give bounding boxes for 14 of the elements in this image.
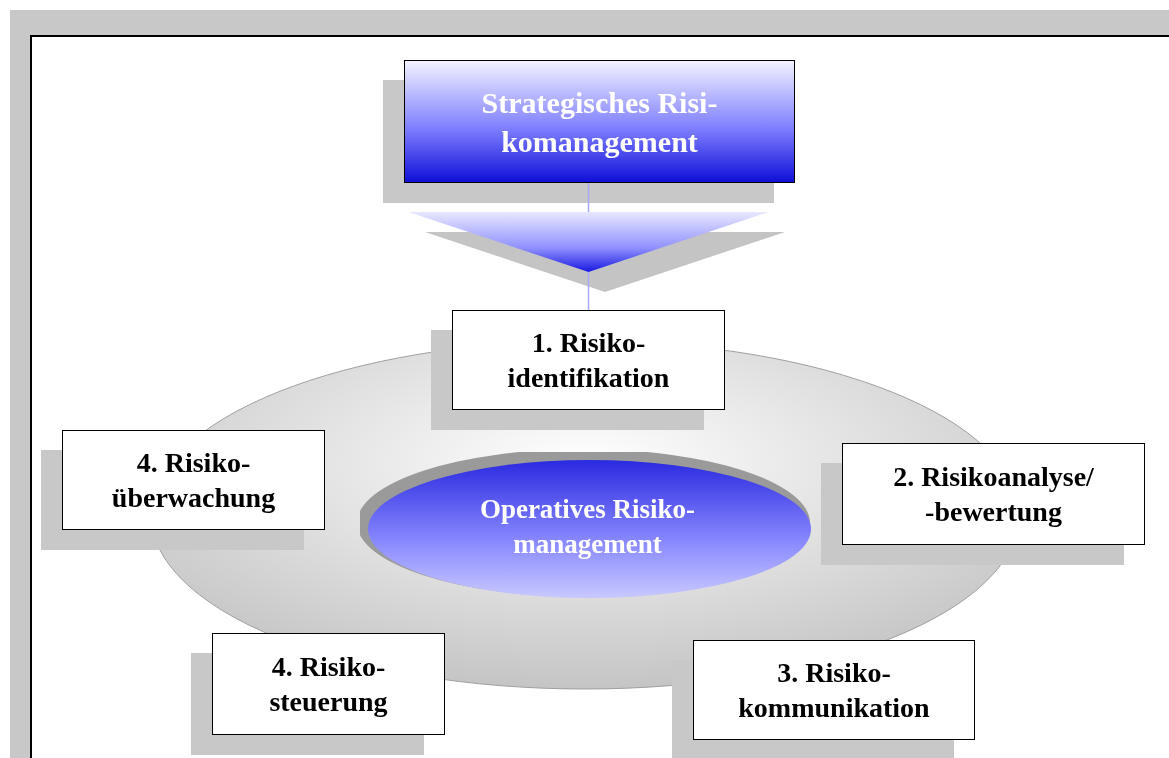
step-box (212, 633, 445, 735)
step-box (842, 443, 1145, 545)
node-label: 1. Risiko- identifikation (506, 326, 671, 395)
step-box (452, 310, 725, 410)
title-box (404, 60, 795, 183)
node-label: 4. Risiko- steuerung (268, 650, 389, 719)
down-arrow (408, 182, 769, 311)
node-label: 4. Risiko- überwachung (110, 446, 277, 515)
node-label: Strategisches Risi- komanagement (480, 84, 719, 160)
node-label: 2. Risikoanalyse/ -bewertung (892, 460, 1095, 529)
step-box (693, 640, 975, 740)
node-label: Operatives Risiko- management (478, 492, 697, 561)
step-box (62, 430, 325, 530)
node-label: 3. Risiko- kommunikation (737, 656, 931, 725)
